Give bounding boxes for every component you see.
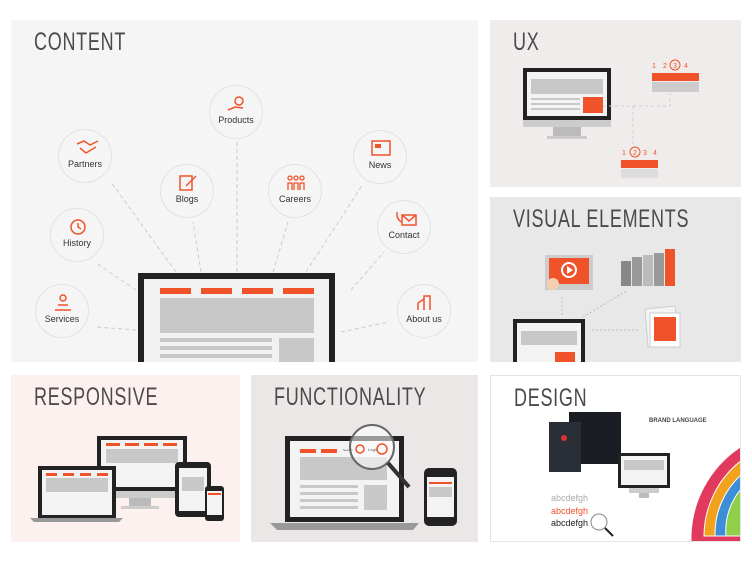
node-label: History [62, 238, 91, 248]
design-panel: DESIGN BRAND LANGUAGE abcdefgh abcdefgh … [490, 375, 741, 542]
content-title: CONTENT [34, 28, 127, 56]
node-label: Careers [278, 194, 311, 204]
visual-illustration [513, 249, 681, 362]
ux-step: 1 [652, 63, 656, 70]
building-icon [417, 295, 431, 310]
clock-history-icon [70, 219, 86, 235]
visual-elements-panel: VISUAL ELEMENTS [490, 197, 741, 362]
content-panel: CONTENT Products Partners Blogs Careers … [11, 20, 478, 362]
node-label: News [368, 160, 392, 170]
node-label: Contact [388, 230, 420, 240]
node-label: About us [406, 314, 442, 324]
content-connectors [95, 140, 390, 362]
node-history[interactable]: History [50, 208, 104, 262]
play-icon [561, 262, 577, 278]
ux-step: 4 [653, 150, 657, 157]
ux-step: 4 [684, 63, 688, 70]
functionality-title: FUNCTIONALITY [274, 383, 427, 411]
node-news[interactable]: News [353, 130, 407, 184]
service-person-icon [55, 294, 71, 311]
ux-step: 2 [633, 150, 637, 157]
functionality-illustration: Search Login [270, 424, 457, 530]
node-blogs[interactable]: Blogs [160, 164, 214, 218]
handshake-icon [76, 140, 99, 154]
ux-title: UX [513, 28, 540, 56]
design-title: DESIGN [514, 384, 588, 412]
functionality-panel: FUNCTIONALITY Search Login [251, 375, 478, 542]
visual-elements-title: VISUAL ELEMENTS [513, 205, 690, 233]
newspaper-icon [371, 140, 391, 156]
ux-step: 3 [643, 150, 647, 157]
ux-step: 1 [622, 150, 626, 157]
phone-mail-icon [396, 211, 417, 226]
blog-edit-icon [179, 175, 197, 191]
node-label: Services [44, 314, 80, 324]
user-icon [376, 443, 388, 455]
design-illustration: BRAND LANGUAGE abcdefgh abcdefgh abcdefg… [549, 412, 740, 541]
hand-gear-icon [227, 96, 244, 111]
node-contact[interactable]: Contact [377, 200, 431, 254]
photo-stadium [549, 422, 581, 472]
font-sample-accent: abcdefgh [551, 506, 588, 516]
font-sample-dark: abcdefgh [551, 518, 588, 528]
responsive-devices-illustration [30, 436, 224, 522]
node-label: Blogs [175, 194, 199, 204]
ux-step: 2 [663, 63, 667, 70]
node-services[interactable]: Services [35, 284, 89, 338]
font-sample-light: abcdefgh [551, 493, 588, 503]
login-label: Login [368, 447, 378, 452]
people-icon [287, 175, 305, 190]
node-careers[interactable]: Careers [268, 164, 322, 218]
search-icon [355, 444, 365, 454]
node-label: Partners [67, 159, 102, 169]
node-about-us[interactable]: About us [397, 284, 451, 338]
brand-language-label: BRAND LANGUAGE [649, 418, 707, 424]
node-products[interactable]: Products [209, 85, 263, 139]
search-label: Search [343, 448, 353, 452]
node-partners[interactable]: Partners [58, 129, 112, 183]
magnifier-icon [349, 424, 395, 470]
responsive-title: RESPONSIVE [34, 383, 159, 411]
responsive-panel: RESPONSIVE [11, 375, 240, 542]
node-label: Products [218, 115, 254, 125]
ux-step: 3 [673, 63, 677, 70]
color-swatch-fan [690, 446, 740, 541]
